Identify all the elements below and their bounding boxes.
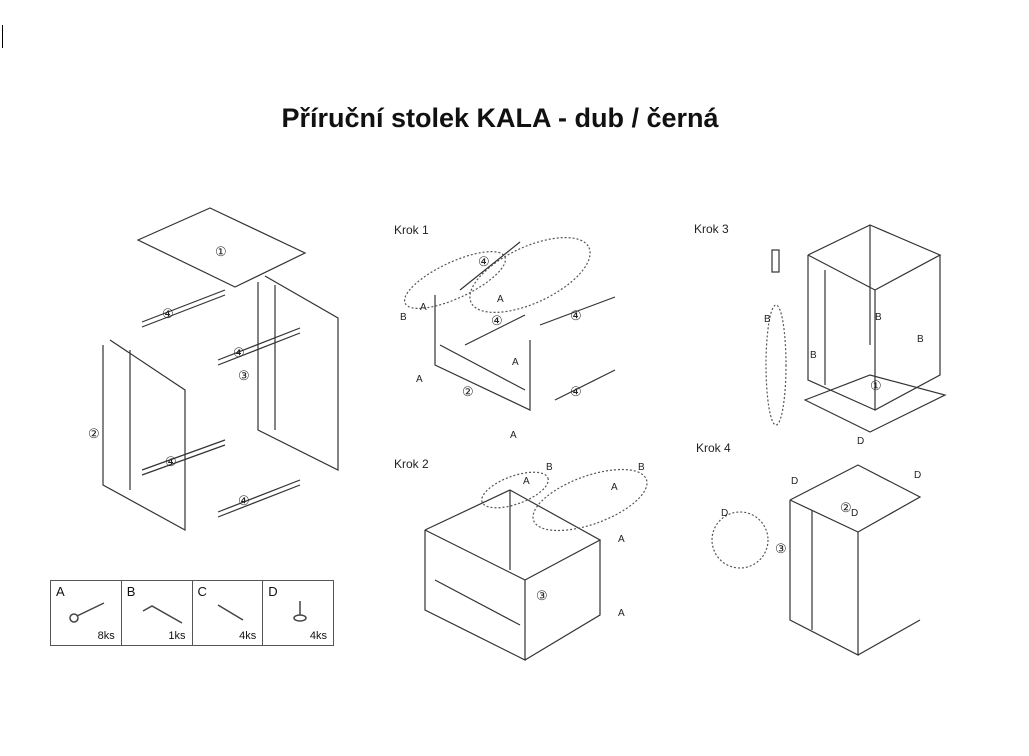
step-2-label: Krok 2: [394, 457, 429, 471]
label: B: [400, 312, 407, 323]
label: B: [875, 312, 882, 323]
label: D: [791, 476, 798, 487]
step-3-label: Krok 3: [694, 222, 729, 236]
label: B: [126, 584, 136, 599]
label: ②: [840, 500, 852, 515]
label: D: [268, 584, 278, 599]
label: D: [851, 508, 858, 519]
step-1-drawing: ④ ④ ④ ④ ② B A A A A A: [400, 237, 616, 441]
part-a: A 8ks: [51, 581, 122, 645]
label: B: [764, 314, 771, 325]
label: ④: [491, 313, 503, 328]
text-cursor: [2, 25, 3, 48]
part-b: B 1ks: [122, 581, 193, 645]
callout-1: ①: [215, 244, 227, 259]
step-4-drawing: ② ③ D D D D D: [711, 436, 922, 656]
label: A: [420, 302, 427, 313]
label: B: [810, 350, 817, 361]
label: D: [857, 436, 864, 447]
label: A: [611, 482, 618, 493]
step-4-label: Krok 4: [696, 441, 731, 455]
label: A: [512, 357, 519, 368]
label: ④: [570, 308, 582, 323]
screw-icon: [217, 604, 243, 621]
label: 4ks: [239, 630, 257, 642]
label: A: [618, 534, 625, 545]
step-3-drawing: ① B B B B: [764, 224, 947, 433]
label: ④: [570, 384, 582, 399]
label: B: [546, 462, 553, 473]
label: B: [638, 462, 645, 473]
label: ④: [238, 493, 250, 508]
foot-pad-icon: [293, 601, 307, 622]
table-top: [136, 207, 307, 288]
label: A: [416, 374, 423, 385]
label: ④: [478, 254, 490, 269]
label: ④: [162, 306, 174, 321]
label: ②: [462, 384, 474, 399]
label: 1ks: [168, 630, 186, 642]
label: D: [721, 508, 728, 519]
exploded-view: ① ② ③ ④ ④ ④ ④: [88, 207, 339, 532]
label: A: [56, 584, 65, 599]
callout-2: ②: [88, 426, 100, 441]
step-1-label: Krok 1: [394, 223, 429, 237]
step-2-drawing: ③ B A B A A A: [424, 462, 648, 661]
label: A: [618, 608, 625, 619]
label: ④: [165, 454, 177, 469]
label: B: [917, 334, 924, 345]
label: 8ks: [97, 630, 115, 642]
allen-key-icon: [142, 605, 183, 624]
label: 4ks: [309, 630, 327, 642]
label: ①: [870, 378, 882, 393]
callout-3: ③: [238, 368, 250, 383]
label: C: [197, 584, 207, 599]
label: A: [497, 294, 504, 305]
label: ③: [536, 588, 548, 603]
bolt-icon: [69, 602, 105, 623]
part-d: D 4ks: [263, 581, 333, 645]
label: D: [914, 470, 921, 481]
part-c: C 4ks: [193, 581, 264, 645]
label: ④: [233, 345, 245, 360]
label: A: [510, 430, 517, 441]
label: A: [523, 476, 530, 487]
parts-table: A 8ks B 1ks C 4ks D 4ks: [50, 580, 334, 646]
label: ③: [775, 541, 787, 556]
page-title: Příruční stolek KALA - dub / černá: [281, 103, 719, 133]
